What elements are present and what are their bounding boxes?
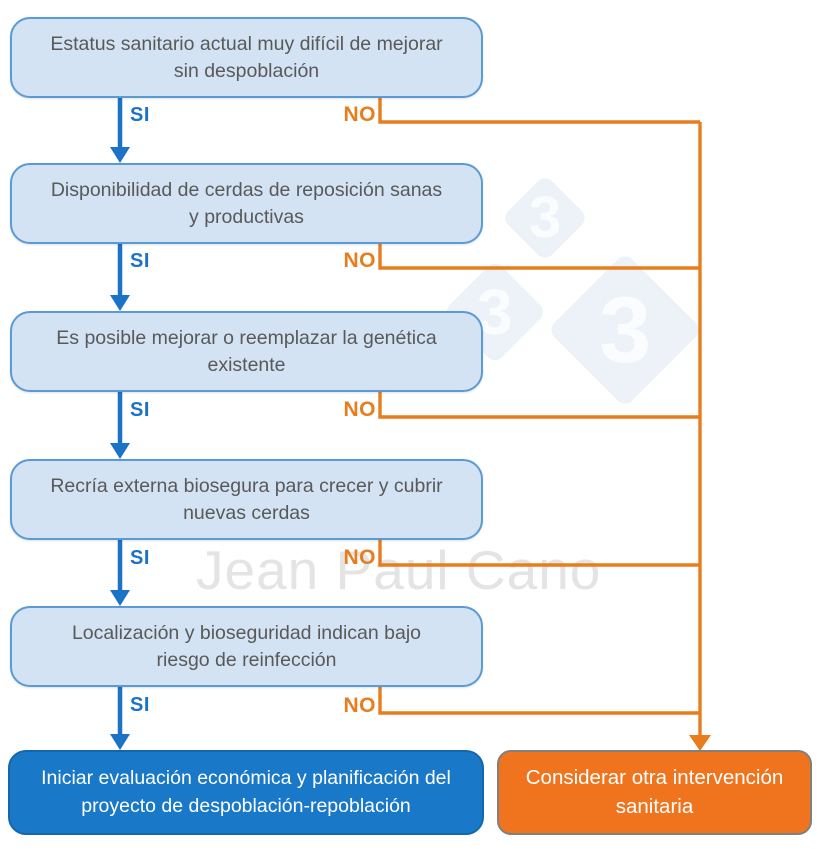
decision-box-genetics: Es posible mejorar o reemplazar la genét… [10,311,483,392]
decision-box-label: Disponibilidad de cerdas de reposición s… [50,179,443,228]
no-branch-label: NO [343,398,376,421]
decision-box-external-rearing: Recría externa biosegura para crecer y c… [10,459,483,540]
outcome-box-other-intervention: Considerar otra intervención sanitaria [497,750,812,835]
yes-branch-label: SI [130,694,150,716]
no-branch-label: NO [343,103,376,126]
decision-box-label: Localización y bioseguridad indican bajo… [71,622,422,671]
no-branch-label: NO [343,249,376,272]
outcome-no-label: Considerar otra intervención sanitaria [525,765,784,818]
yes-branch-label: SI [130,104,150,126]
decision-box-label: Recría externa biosegura para crecer y c… [50,475,443,524]
logo-diamond-icon: 3 [547,252,703,408]
no-branch-label: NO [343,694,376,717]
outcome-box-depopulation-plan: Iniciar evaluación económica y planifica… [8,750,484,835]
no-branch-label: NO [343,546,376,569]
yes-branch-label: SI [130,547,150,569]
no-arrow-head [689,735,711,751]
logo-digit: 3 [528,184,562,250]
yes-branch-label: SI [130,399,150,421]
watermark-author: Jean Paul Cano [196,539,602,601]
outcome-yes-label: Iniciar evaluación económica y planifica… [41,767,451,817]
logo-digit: 3 [598,277,652,382]
decision-box-reinfection-risk: Localización y bioseguridad indican bajo… [10,606,483,687]
logo-diamond-icon: 3 [501,174,589,262]
decision-box-label: Estatus sanitario actual muy difícil de … [50,33,443,82]
decision-box-replacement-gilts: Disponibilidad de cerdas de reposición s… [10,163,483,244]
decision-box-health-status: Estatus sanitario actual muy difícil de … [10,17,483,98]
yes-branch-label: SI [130,250,150,272]
decision-box-label: Es posible mejorar o reemplazar la genét… [56,327,437,376]
